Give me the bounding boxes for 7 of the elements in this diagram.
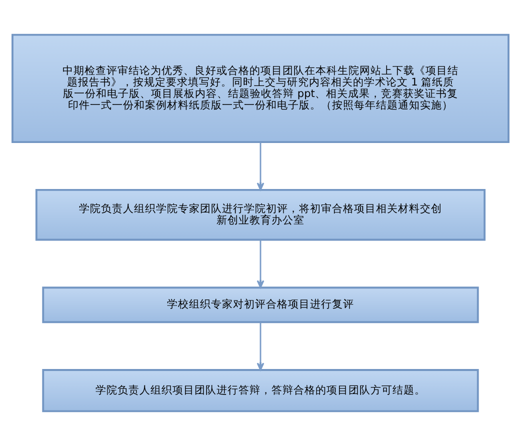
node-box: 中期检查评审结论为优秀、良好或合格的项目团队在本科生院网站上下载《项目结题报告书》，按规定要求填写好。同时上交与研究内容相关的学术论文 1 篇纸质版一份和电子版、项目展板内容、结题验收答辩 ppt、相关成果，竞赛获奖证书复印件一式一份和案例材料纸质版一式一份和电子版。（按照每年结题通知实施） bbox=[12, 33, 510, 143]
node-box: 学院负责人组织学院专家团队进行学院初评，将初审合格项目相关材料交创新创业教育办公室 bbox=[35, 188, 486, 240]
node-box: 学院负责人组织项目团队进行答辩，答辩合格的项目团队方可结题。 bbox=[42, 368, 479, 412]
arrow bbox=[256, 142, 264, 190]
arrow bbox=[256, 322, 264, 370]
node-box: 学校组织专家对初评合格项目进行复评 bbox=[42, 286, 479, 323]
arrow bbox=[256, 239, 264, 288]
